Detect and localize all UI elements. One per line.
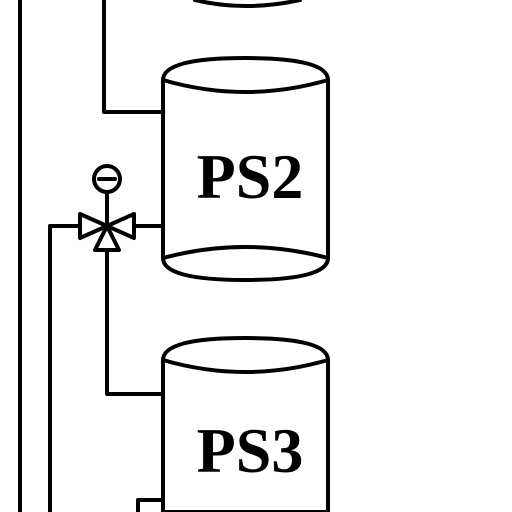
three-way-valve-icon: [78, 164, 165, 252]
tank-ps3: PS3: [161, 335, 330, 512]
pipe-valve-left-down: [48, 224, 82, 512]
upper-tank-bottom: [193, 0, 302, 8]
pipe-valve-to-ps3: [105, 248, 165, 396]
pipe-bottom-to-ps3: [136, 498, 165, 512]
pipe-to-ps2: [102, 0, 165, 114]
tank-label-ps3: PS3: [197, 415, 304, 486]
tank-ps2: PS2: [161, 55, 330, 283]
tank-label-ps2: PS2: [197, 141, 304, 212]
